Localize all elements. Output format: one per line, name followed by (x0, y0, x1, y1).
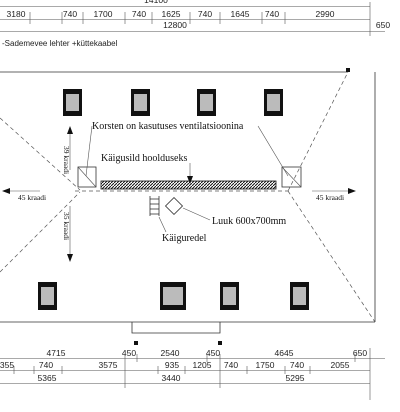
roof-window (220, 282, 239, 310)
roof-window (38, 282, 57, 310)
dim-bottom-2-2: 740 (39, 360, 53, 370)
ladder-label: Käiguredel (162, 233, 207, 244)
walkway-label: Käigusild hoolduseks (101, 153, 187, 164)
dim-top-4: 740 (132, 9, 146, 19)
dim-bottom-1-1: 4715 (47, 348, 66, 358)
roof-window (264, 89, 283, 116)
dim-bottom-2-3: 3575 (99, 360, 118, 370)
roof-window (131, 89, 150, 116)
leader-lines (85, 125, 289, 233)
slope-right-label: 45 kraadi (316, 193, 344, 202)
dim-top-6: 740 (198, 9, 212, 19)
dim-bottom-2-5: 1205 (193, 360, 212, 370)
dim-top-main: 12800 (163, 20, 187, 30)
dim-bottom-2-1: 355 (0, 360, 14, 370)
roof-window (290, 282, 309, 310)
dim-top-8: 740 (265, 9, 279, 19)
roof-outline (0, 68, 376, 345)
slope-arrow-upper (67, 126, 73, 170)
slope-left-label: 45 kraadi (18, 193, 46, 202)
hatch-label: Luuk 600x700mm (212, 216, 286, 227)
chimney-right (281, 166, 302, 188)
chimney-label: Korsten on kasutuses ventilatsioonina (92, 121, 244, 132)
slope-arrow-lower (67, 206, 73, 262)
dim-top-end: 650 (376, 20, 390, 30)
dim-bottom-3-1: 5365 (38, 373, 57, 383)
dim-total-top: 14100 (144, 0, 168, 5)
dim-bottom-2-9: 2055 (331, 360, 350, 370)
roof-window (160, 282, 186, 310)
roof-windows (38, 89, 309, 310)
slope-upper-label: 39 kraadi (62, 146, 71, 174)
dim-top-9: 2990 (316, 9, 335, 19)
slope-arrow-left (2, 188, 40, 194)
dim-bottom-2-6: 740 (224, 360, 238, 370)
dim-bottom-2-4: 935 (165, 360, 179, 370)
dim-bottom-2-7: 1750 (256, 360, 275, 370)
top-dimension-chain: 14100 3180 740 1700 740 1625 740 1645 74… (0, 0, 390, 36)
rainwater-pipe-note: -Sademevee lehter +küttekaabel (2, 39, 118, 48)
dim-bottom-3-2: 3440 (162, 373, 181, 383)
roof-hatch (164, 196, 184, 216)
roof-ladder (149, 196, 160, 216)
roof-window (197, 89, 216, 116)
roof-window (63, 89, 82, 116)
dim-bottom-1-5: 4645 (275, 348, 294, 358)
dim-top-3: 1700 (94, 9, 113, 19)
dim-bottom-1-4: 450 (206, 348, 220, 358)
slope-lower-label: 35 kraadi (62, 212, 71, 240)
maintenance-walkway (100, 180, 277, 190)
bottom-dimension-chain: 4715 450 2540 450 4645 650 355 740 3575 … (0, 348, 385, 400)
dim-top-1: 3180 (7, 9, 26, 19)
dim-bottom-1-2: 450 (122, 348, 136, 358)
dim-bottom-3-3: 5295 (286, 373, 305, 383)
walkway-arrow-icon (187, 176, 193, 184)
dim-bottom-1-6: 650 (353, 348, 367, 358)
dim-top-5: 1625 (162, 9, 181, 19)
dim-top-2: 740 (63, 9, 77, 19)
slope-arrow-right (312, 188, 356, 194)
dim-bottom-2-8: 740 (290, 360, 304, 370)
roof-hip-lines (0, 71, 376, 323)
dim-bottom-1-3: 2540 (161, 348, 180, 358)
dim-top-7: 1645 (231, 9, 250, 19)
